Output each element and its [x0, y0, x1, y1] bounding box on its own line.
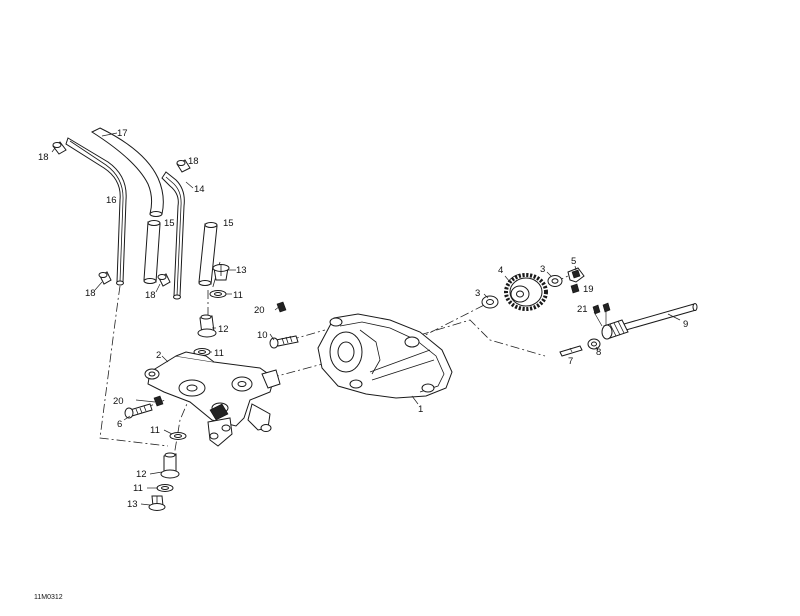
callout-18-bottom-mid: 18: [145, 290, 156, 301]
plug-19: [570, 283, 580, 294]
washer-3-left: [481, 295, 499, 309]
callout-18-bottom-left: 18: [85, 288, 96, 299]
washer-11-mid: [193, 348, 211, 356]
callout-9: 9: [683, 319, 688, 330]
clamp-18-bottom-mid: [157, 273, 171, 287]
callout-15-right: 15: [223, 218, 234, 229]
callout-11-bottom: 11: [133, 483, 143, 494]
callout-7: 7: [568, 356, 573, 367]
callout-5: 5: [571, 256, 576, 267]
oil-line-16: [65, 137, 127, 286]
callout-14: 14: [194, 184, 205, 195]
clamp-18-top-right: [176, 159, 191, 173]
callout-16: 16: [106, 195, 117, 206]
plug-20-lower: [153, 395, 164, 407]
callout-20-upper: 20: [254, 305, 265, 316]
callout-18-top-left: 18: [38, 152, 49, 163]
plug-21-left: [592, 304, 601, 315]
fitting-12-bottom: [160, 452, 180, 479]
callout-4: 4: [498, 265, 503, 276]
callout-6: 6: [117, 419, 122, 430]
callout-1: 1: [418, 404, 423, 415]
callout-3-left: 3: [475, 288, 480, 299]
callout-2: 2: [156, 350, 161, 361]
callout-11-lower: 11: [150, 425, 160, 436]
clip-5: [567, 267, 585, 283]
callout-13-bottom: 13: [127, 499, 138, 510]
callout-17: 17: [117, 128, 128, 139]
pin-7: [559, 345, 583, 357]
callout-10: 10: [257, 330, 268, 341]
pump-housing-1: [317, 313, 453, 399]
hose-17: [90, 127, 164, 217]
hose-15-left: [143, 220, 161, 284]
washer-8: [587, 338, 601, 350]
callout-11-mid: 11: [214, 348, 224, 359]
washer-3-right: [547, 275, 563, 287]
clamp-18-bottom-left: [98, 271, 112, 285]
callout-15-left: 15: [164, 218, 175, 229]
screw-10: [269, 335, 299, 349]
callout-21: 21: [577, 304, 588, 315]
oil-pump-2: [144, 351, 281, 447]
washer-11-bottom: [156, 484, 174, 492]
gear-4: [504, 273, 548, 311]
drawing-code: 11M0312: [34, 594, 63, 601]
callout-labels: 1 2 3 3 4 5 6 7 8 9 10 11 11 11 11 12 12…: [38, 128, 688, 510]
hose-15-right: [198, 222, 218, 286]
banjo-bolt-13-bottom: [148, 495, 166, 511]
callout-19: 19: [583, 284, 594, 295]
washer-11-top: [209, 290, 227, 298]
callout-11-top: 11: [233, 290, 243, 301]
shaft-9: [601, 303, 698, 340]
plug-20-upper: [276, 301, 287, 313]
washer-11-lower: [169, 432, 187, 440]
callout-20-lower: 20: [113, 396, 124, 407]
clamp-18-top-left: [52, 141, 67, 155]
callout-13-top: 13: [236, 265, 247, 276]
callout-12-top: 12: [218, 324, 229, 335]
callout-12-bottom: 12: [136, 469, 147, 480]
callout-18-top-right: 18: [188, 156, 199, 167]
banjo-bolt-13-top: [212, 264, 230, 281]
callout-8: 8: [596, 347, 601, 358]
callout-3-right: 3: [540, 264, 545, 275]
leader-lines: [51, 132, 681, 506]
screw-6: [124, 403, 153, 419]
oil-line-14: [161, 171, 185, 300]
fitting-12-top: [197, 314, 217, 338]
plug-21-right: [602, 302, 611, 313]
